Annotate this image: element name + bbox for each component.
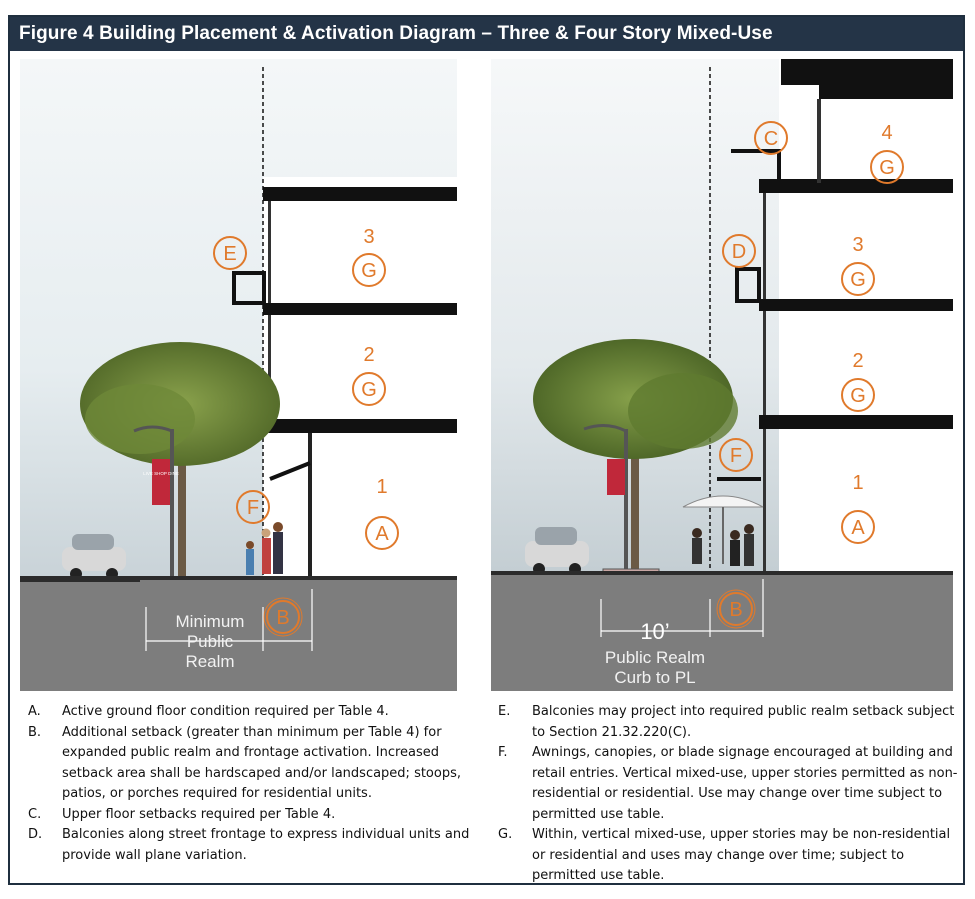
parked-car xyxy=(525,541,589,567)
figure-frame: Figure 4 Building Placement & Activation… xyxy=(8,15,965,885)
note-b: B.Additional setback (greater than minim… xyxy=(28,724,462,802)
patio-umbrella xyxy=(682,495,764,508)
callout-e xyxy=(213,236,247,270)
balcony-upper xyxy=(232,271,266,305)
dimension-label-2: Public xyxy=(187,632,234,651)
svg-text:G: G xyxy=(361,379,377,401)
floor-slab-3 xyxy=(263,303,457,315)
light-pole xyxy=(170,429,174,579)
callout-f xyxy=(236,490,270,524)
dimension-label-3: Realm xyxy=(185,652,234,671)
note-a: A.Active ground floor condition required… xyxy=(28,704,389,719)
dimension-value: 10’ xyxy=(640,619,669,644)
svg-text:A: A xyxy=(851,517,865,539)
dimension-label-1: Minimum xyxy=(176,612,245,631)
svg-text:G: G xyxy=(879,157,895,179)
svg-text:G: G xyxy=(850,385,866,407)
callout-g-floor2 xyxy=(352,372,386,406)
svg-text:E: E xyxy=(223,243,236,265)
right-section-diagram: 10’ Public Realm Curb to PL C D G G G F … xyxy=(491,59,953,691)
title-bar: Figure 4 Building Placement & Activation… xyxy=(10,17,963,51)
upper-setback-wall xyxy=(817,99,821,183)
svg-text:G: G xyxy=(850,269,866,291)
floor-number-3: 3 xyxy=(852,234,863,256)
banner-text: LIVE SHOP DINE xyxy=(143,471,179,476)
ground-floor-wall xyxy=(308,433,312,577)
svg-text:F: F xyxy=(730,445,742,467)
notes-right: E.Balconies may project into required pu… xyxy=(498,702,958,887)
building-body xyxy=(779,99,953,571)
callout-b xyxy=(266,600,300,634)
notes-left: A.Active ground floor condition required… xyxy=(28,702,473,866)
floor-number-4: 4 xyxy=(881,122,892,144)
callout-a xyxy=(841,510,875,544)
pole-banner xyxy=(152,459,170,505)
floor-number-1: 1 xyxy=(376,476,387,498)
floor-slab-2 xyxy=(263,419,457,433)
callout-a xyxy=(365,516,399,550)
svg-text:D: D xyxy=(732,241,746,263)
cafe-diners xyxy=(692,524,754,566)
callout-g-floor3 xyxy=(841,262,875,296)
callout-b xyxy=(719,592,753,626)
note-d: D.Balconies along street frontage to exp… xyxy=(28,827,470,863)
svg-text:F: F xyxy=(247,497,259,519)
callout-d xyxy=(722,234,756,268)
street-section xyxy=(491,575,953,691)
floor-number-2: 2 xyxy=(363,344,374,366)
svg-text:B: B xyxy=(276,607,289,629)
note-g: G.Within, vertical mixed-use, upper stor… xyxy=(498,827,951,883)
note-c: C.Upper floor setbacks required per Tabl… xyxy=(28,806,336,822)
floor-slab-4 xyxy=(759,179,953,193)
building-body xyxy=(263,177,457,577)
callout-g-floor3 xyxy=(352,253,386,287)
svg-text:G: G xyxy=(361,260,377,282)
figure-title: Figure 4 Building Placement & Activation… xyxy=(19,23,773,44)
svg-text:A: A xyxy=(375,523,389,545)
floor-slab-2 xyxy=(759,415,953,429)
pole-banner xyxy=(607,459,625,495)
awning xyxy=(269,461,311,481)
floor-number-1: 1 xyxy=(852,472,863,494)
dimension-label-1: Public Realm xyxy=(605,648,705,667)
floor-number-3: 3 xyxy=(363,226,374,248)
left-section-diagram: LIVE SHOP DINE Minimum Public Realm xyxy=(20,59,457,691)
parked-car xyxy=(62,547,126,571)
svg-text:C: C xyxy=(764,128,778,150)
light-pole xyxy=(624,429,628,569)
svg-text:B: B xyxy=(729,599,742,621)
dimension-label-2: Curb to PL xyxy=(614,668,695,687)
pedestrians xyxy=(246,522,283,575)
callout-g-floor4 xyxy=(870,150,904,184)
floor-slab-3 xyxy=(759,299,953,311)
roof-slab xyxy=(781,59,953,85)
callout-c xyxy=(754,121,788,155)
floor-number-2: 2 xyxy=(852,350,863,372)
callout-g-floor2 xyxy=(841,378,875,412)
balcony xyxy=(735,267,761,303)
roof-slab xyxy=(263,187,457,201)
callout-f xyxy=(719,438,753,472)
note-e: E.Balconies may project into required pu… xyxy=(498,704,955,740)
street-section xyxy=(20,580,457,691)
note-f: F.Awnings, canopies, or blade signage en… xyxy=(498,745,958,822)
